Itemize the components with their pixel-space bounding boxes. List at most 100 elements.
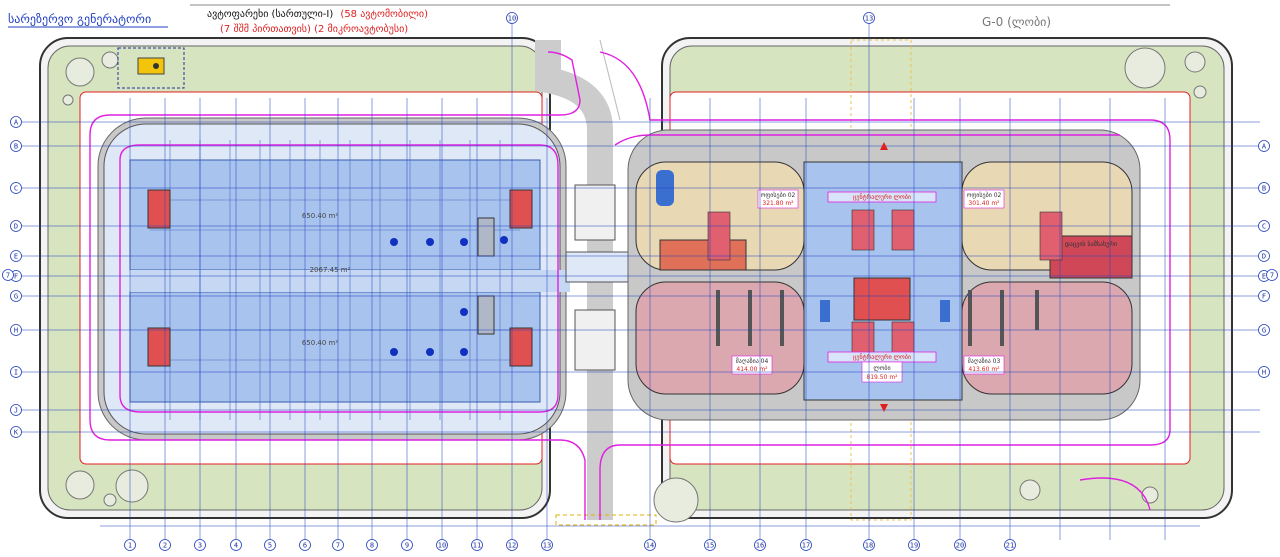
grid-left-I-label: I — [14, 369, 18, 377]
grid-right-E-label: E — [1262, 273, 1266, 281]
room-security: დაცვის სამსახური — [1065, 241, 1117, 248]
lobby-banner-top-box — [827, 191, 937, 203]
grid-left-K-label: K — [14, 429, 19, 437]
grid-right-F-label: F — [1262, 293, 1266, 301]
grid-bottom-20-label: 20 — [956, 542, 964, 550]
grid-left-K-bubble — [10, 426, 22, 438]
main-building — [627, 129, 1141, 421]
grid-bottom-10-label: 10 — [438, 542, 446, 550]
grid-bottom-17-label: 17 — [802, 542, 810, 550]
grid-left-H-label: H — [14, 327, 18, 335]
room-bottom-left-name: მაღაზია 04 — [736, 358, 769, 365]
grid-right-B-bubble — [1258, 182, 1270, 194]
grid-side-left-bubble — [2, 269, 14, 281]
vehicle-route — [89, 51, 1171, 520]
grid-left-B-label: B — [14, 143, 18, 151]
grid-bottom-12-label: 12 — [508, 542, 516, 550]
grid-bottom-14-bubble — [644, 539, 656, 551]
grid-bottom-5-label: 5 — [268, 542, 272, 550]
grid-right-F-bubble — [1258, 290, 1270, 302]
grid-top-a-bubble — [506, 12, 518, 24]
grid-left-J-label: J — [14, 407, 18, 415]
grid-bottom-4-label: 4 — [234, 542, 238, 550]
grid-right-A-label: A — [1262, 143, 1267, 151]
grid-bottom-21-bubble — [1004, 539, 1016, 551]
grid-bottom-13-label: 13 — [543, 542, 551, 550]
parking-header-line1: ავტოფარეხი (სართული-I) (58 ავტომობილი) — [207, 8, 428, 20]
grid-bottom-7-bubble — [332, 539, 344, 551]
grid-bottom-2-label: 2 — [163, 542, 167, 550]
parking-center-area: 2067.45 m² — [310, 266, 351, 274]
parking-lower-area: 650.40 m² — [302, 339, 339, 347]
grid-bottom-13-bubble — [541, 539, 553, 551]
grid-side-right-label: 7 — [1270, 272, 1274, 280]
room-top-left-name: ოფისები 02 — [761, 192, 796, 199]
grid-left-D-label: D — [14, 223, 18, 231]
grid-right-H-bubble — [1258, 366, 1270, 378]
grid-left-B-bubble — [10, 140, 22, 152]
parking-building — [97, 117, 570, 441]
grid-bottom-21-label: 21 — [1006, 542, 1014, 550]
generator-box — [117, 47, 185, 89]
room-lobby-name: ლობი — [873, 365, 890, 372]
grid-left-C-label: C — [14, 185, 18, 193]
parking-header-black: ავტოფარეხი (სართული-I) — [207, 8, 333, 20]
grid-side-right-bubble — [1266, 269, 1278, 281]
grid-bottom-6-label: 6 — [303, 542, 307, 550]
grid-right-B-label: B — [1262, 185, 1266, 193]
grid-bottom-20-bubble — [954, 539, 966, 551]
grid-left-E-bubble — [10, 250, 22, 262]
structural-grid — [20, 18, 1260, 540]
grid-right-H-label: H — [1262, 369, 1266, 377]
grid-right-C-label: C — [1262, 223, 1266, 231]
grid-bottom-15-bubble — [704, 539, 716, 551]
grid-bottom-10-bubble — [436, 539, 448, 551]
grid-left-D-bubble — [10, 220, 22, 232]
grid-bottom-1-label: 1 — [128, 542, 132, 550]
generator-title: სარეზერვო გენერატორი — [8, 12, 151, 26]
trees — [62, 47, 1207, 523]
room-lobby-area: 819.50 m² — [866, 374, 898, 381]
grid-bottom-6-bubble — [299, 539, 311, 551]
grid-bottom-3-bubble — [194, 539, 206, 551]
ramp-lower — [574, 309, 616, 371]
grid-top-a-label: 10 — [508, 15, 516, 23]
grid-bottom-14-label: 14 — [646, 542, 654, 550]
grid-bottom-1-bubble — [124, 539, 136, 551]
grid-bottom-11-bubble — [471, 539, 483, 551]
grid-bottom-4-bubble — [230, 539, 242, 551]
lobby-banner-bottom: ცენტრალური ლობი — [853, 354, 911, 361]
ramp-upper — [574, 184, 616, 241]
room-bottom-right-name: მაღაზია 03 — [968, 358, 1001, 365]
grid-left-I-bubble — [10, 366, 22, 378]
grid-left-A-label: A — [14, 119, 19, 127]
grid-right-D-label: D — [1262, 253, 1266, 261]
level-label: G-0 (ლობი) — [982, 15, 1051, 29]
grid-right-A-bubble — [1258, 140, 1270, 152]
grid-bottom-5-bubble — [264, 539, 276, 551]
entry-arrows — [880, 142, 888, 412]
grid-bottom-15-label: 15 — [706, 542, 714, 550]
grid-top-b-bubble — [863, 12, 875, 24]
room-top-right-name: ოფისები 02 — [967, 192, 1002, 199]
grid-bottom-18-bubble — [863, 539, 875, 551]
grid-bottom-11-label: 11 — [473, 542, 481, 550]
grid-bottom-17-bubble — [800, 539, 812, 551]
grid-left-A-bubble — [10, 116, 22, 128]
room-bottom-left-area: 414.00 m² — [736, 366, 768, 373]
grid-left-G-bubble — [10, 290, 22, 302]
grid-right-G-bubble — [1258, 324, 1270, 336]
grid-bottom-16-label: 16 — [756, 542, 764, 550]
parking-header-count: (58 ავტომობილი) — [340, 8, 428, 20]
room-bottom-right-area: 413.60 m² — [968, 366, 1000, 373]
grid-right-G-label: G — [1262, 327, 1266, 335]
grid-top-b-label: 13 — [865, 15, 873, 23]
parking-header-line2: (7 შშმ პირთათვის) (2 მიკროავტობუსი) — [220, 23, 408, 35]
grid-bottom-19-label: 19 — [910, 542, 918, 550]
grid-bottom-7-label: 7 — [336, 542, 340, 550]
parking-upper-area: 650.40 m² — [302, 212, 339, 220]
grid-left-E-label: E — [14, 253, 18, 261]
grid-side-left-label: 7 — [6, 272, 10, 280]
